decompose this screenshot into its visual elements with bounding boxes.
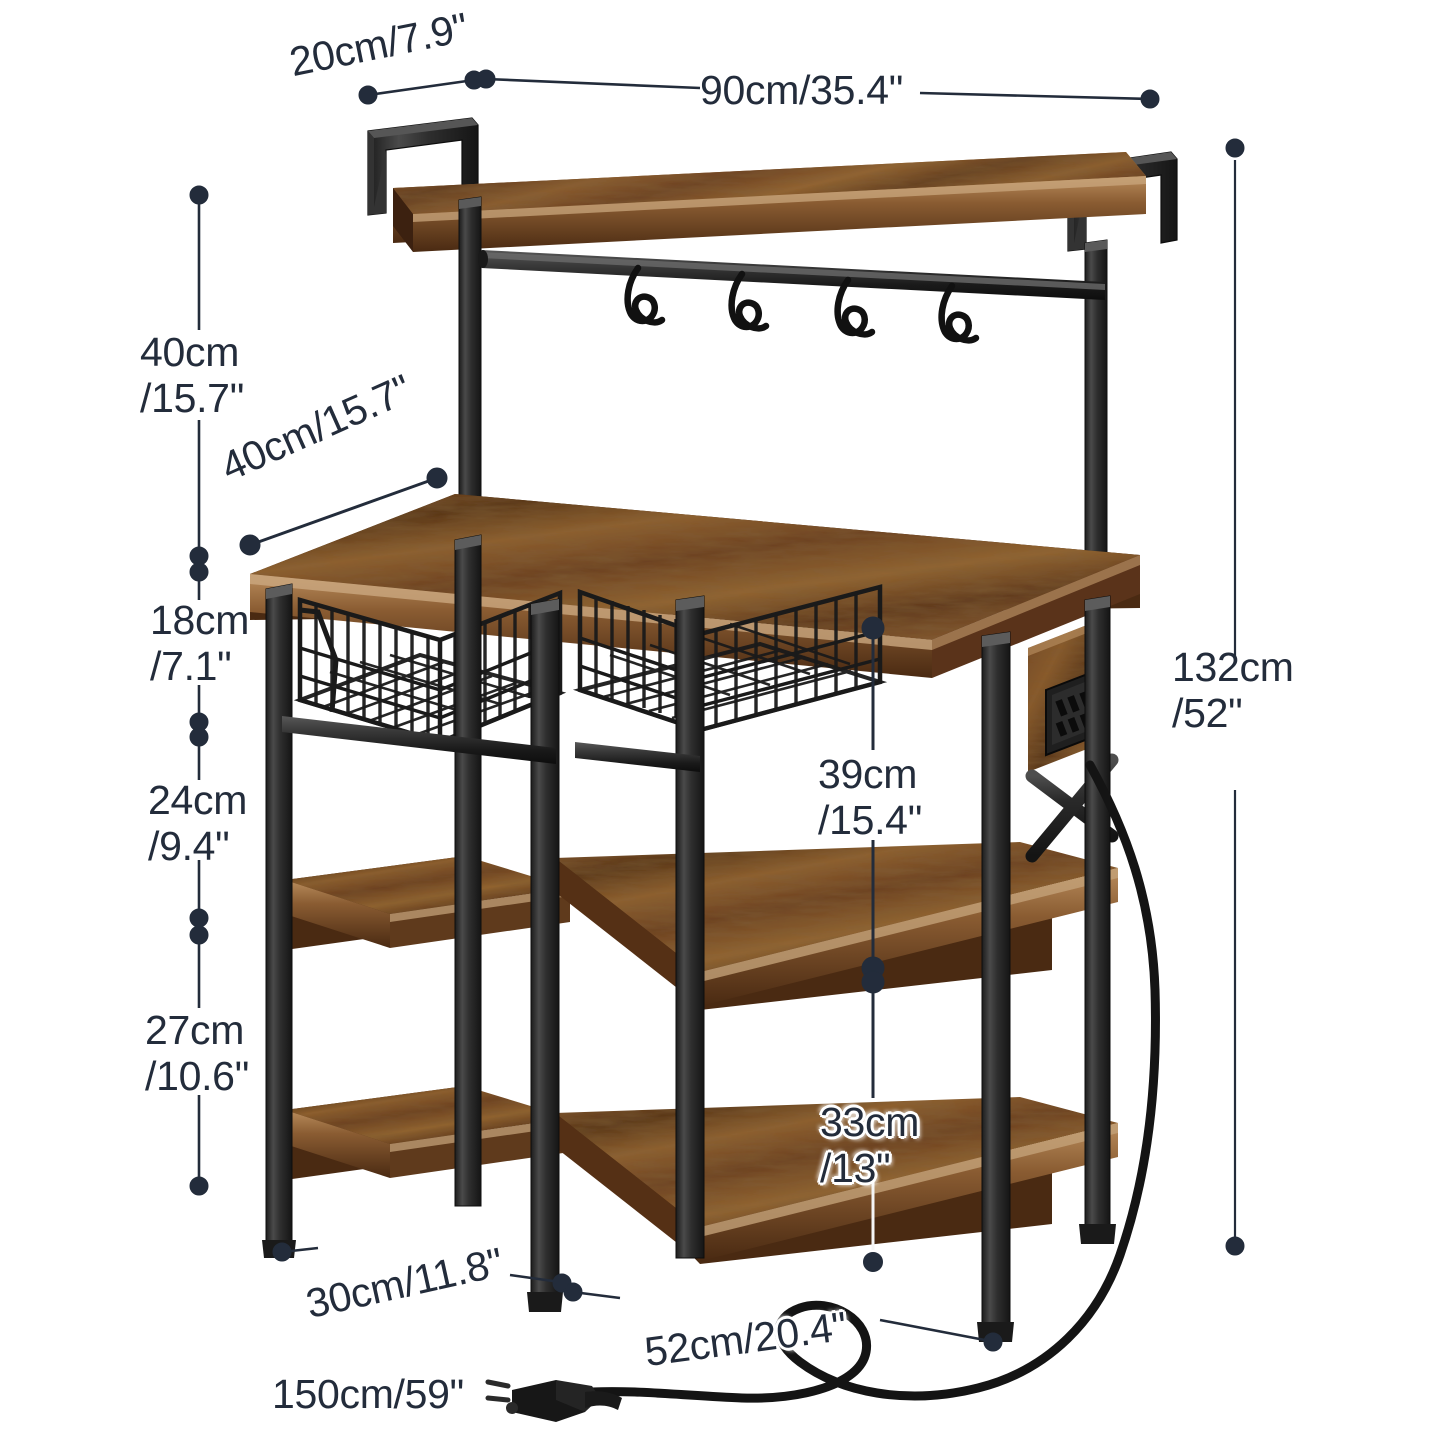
3-prong-plug (485, 1379, 622, 1422)
dim-counter-depth (239, 467, 448, 556)
basket-support-rail (282, 716, 700, 772)
s-hook (938, 282, 980, 344)
hanging-rail (478, 250, 1105, 300)
label-hutch-height: 40cm /15.7" (140, 329, 244, 421)
rear-left-leg (454, 534, 482, 1207)
dim-main-shelf-width (563, 1282, 1003, 1352)
label-power-cord-length: 150cm/59" (272, 1371, 464, 1417)
label-counter-to-mid-shelf: 39cm /15.4" (818, 751, 922, 843)
s-hook (624, 264, 666, 326)
dimension-lines (189, 69, 1245, 1352)
hutch-left-post (458, 196, 482, 541)
dim-top-depth (358, 70, 484, 105)
dim-lower-gap (189, 925, 209, 1196)
dim-mid-to-bottom (861, 970, 885, 1274)
dim-top-width (476, 69, 1160, 109)
s-hooks (624, 264, 980, 344)
label-total-height: 132cm /52" (1172, 644, 1294, 736)
left-hutch-bracket (367, 117, 479, 216)
front-right-leg (977, 631, 1014, 1342)
label-lower-gap-height: 27cm /10.6" (145, 1007, 249, 1099)
front-left-leg (262, 583, 296, 1258)
label-basket-height: 18cm /7.1" (150, 597, 250, 689)
label-top-shelf-width: 90cm/35.4" (700, 67, 904, 113)
label-upper-gap-height: 24cm /9.4" (148, 777, 248, 869)
front-center-leg (527, 598, 563, 1312)
dim-total-height (1225, 138, 1245, 1256)
power-cord (587, 760, 1160, 1403)
top-shelf (393, 152, 1146, 252)
rear-right-leg (1079, 595, 1116, 1244)
s-hook (834, 276, 876, 338)
hutch-assembly (367, 117, 1178, 601)
s-hook (728, 270, 770, 332)
rear-center-leg (675, 595, 705, 1259)
label-mid-to-bottom-shelf: 33cm /13" (820, 1099, 920, 1191)
